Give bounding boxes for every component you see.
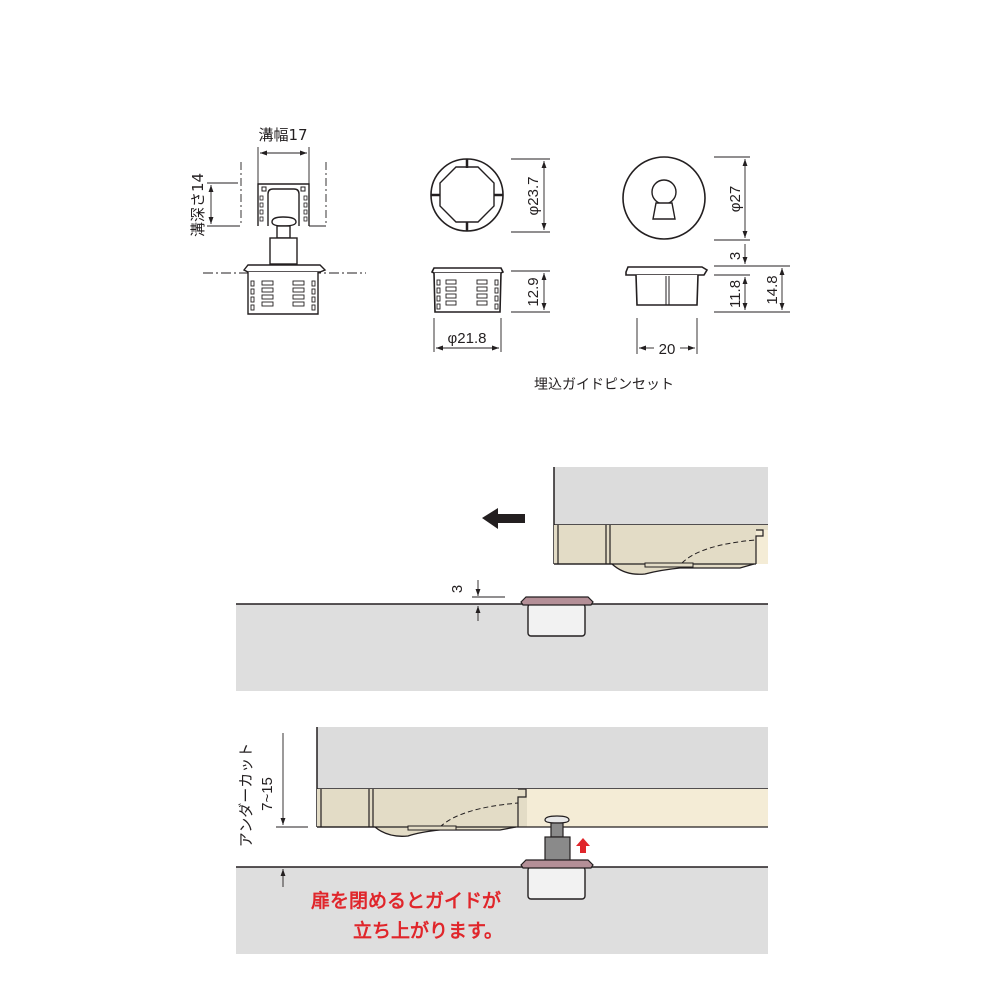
side-view-drawing (203, 147, 366, 315)
socket-drawing (430, 158, 550, 352)
protrusion-label: 3 (449, 585, 466, 593)
socket-shape (527, 866, 586, 900)
up-arrow-icon (576, 838, 590, 853)
cap-width-label: 20 (659, 341, 676, 358)
cap-flange-label: 3 (727, 252, 744, 260)
cap-shape (520, 596, 594, 606)
undercut-label-line2: 7~15 (259, 777, 276, 811)
cap-shape (520, 859, 594, 869)
direction-arrow-left-icon (482, 508, 525, 529)
groove-depth-label: 溝深さ14 (189, 173, 207, 237)
open-state-illustration (236, 467, 768, 691)
floor-panel (236, 604, 768, 691)
socket-bottom-diameter-label: φ21.8 (448, 330, 487, 347)
cap-body-height-label: 11.8 (727, 280, 744, 308)
socket-top-diameter-label: φ23.7 (525, 177, 542, 216)
note-line2: 立ち上がります。 (353, 919, 503, 942)
socket-height-label: 12.9 (525, 277, 542, 306)
pin-head (544, 815, 570, 824)
groove-width-label: 溝幅17 (258, 126, 307, 144)
undercut-label-line1: アンダーカット (237, 743, 255, 847)
door-panel (317, 727, 768, 789)
closed-state-illustration (236, 727, 768, 954)
note-line1: 扉を閉めるとガイドが (311, 889, 501, 912)
cap-total-height-label: 14.8 (764, 275, 781, 304)
door-panel (554, 467, 768, 525)
pin-body (544, 836, 571, 862)
product-caption: 埋込ガイドピンセット (534, 377, 674, 393)
socket-shape (527, 603, 586, 637)
cap-drawing (622, 156, 790, 354)
floor-panel (236, 867, 768, 954)
cap-diameter-label: φ27 (727, 186, 744, 212)
